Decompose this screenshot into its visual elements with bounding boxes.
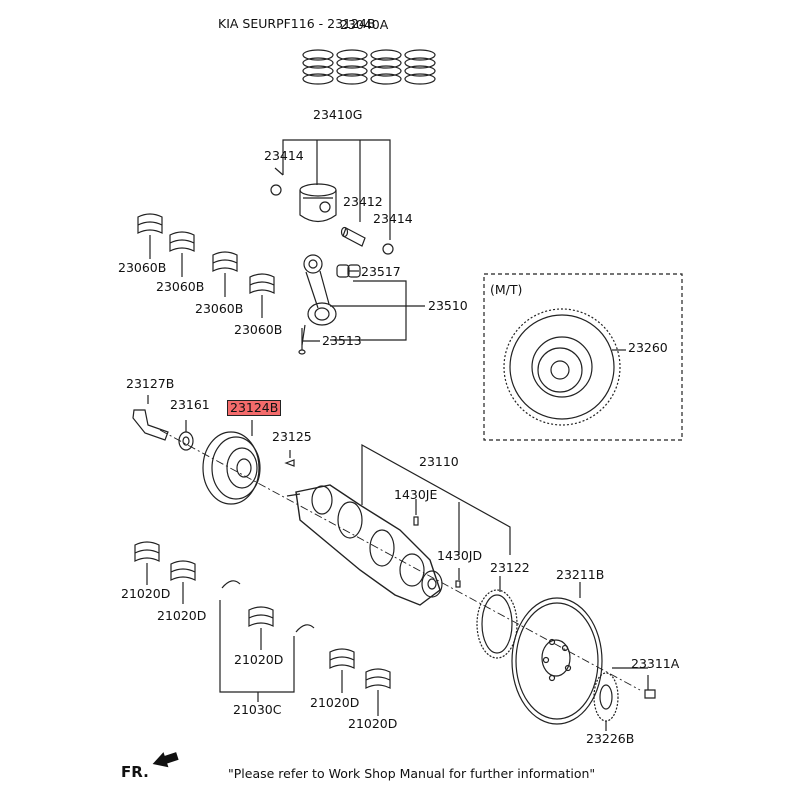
part-label[interactable]: 23161 [170, 397, 210, 412]
connecting-rod [301, 254, 337, 346]
rod-leaders [302, 270, 425, 342]
part-label[interactable]: 23517 [361, 264, 401, 279]
part-label[interactable]: 21020D [121, 586, 171, 601]
crankshaft [286, 484, 443, 606]
part-label[interactable]: 23060B [156, 279, 205, 294]
piston [299, 183, 337, 223]
part-label[interactable]: 21020D [348, 716, 398, 731]
thrust-washer [219, 580, 315, 702]
piston-pin [340, 226, 366, 247]
part-label[interactable]: 21020D [234, 652, 284, 667]
piston-ring-set [302, 49, 436, 85]
center-axis [159, 429, 641, 691]
snap-ring-left [270, 184, 282, 196]
reluctor-ring [476, 589, 518, 659]
part-label[interactable]: 23127B [126, 376, 175, 391]
damper-pulley [202, 420, 261, 505]
part-label[interactable]: 23414 [264, 148, 304, 163]
part-label[interactable]: 1430JD [437, 548, 483, 563]
bearing-shells-lower [134, 541, 391, 716]
part-label[interactable]: 23211B [556, 567, 605, 582]
part-label[interactable]: 23060B [234, 322, 283, 337]
crankshaft-bolt [132, 395, 169, 441]
adapter-plate [593, 672, 619, 731]
front-direction-label: FR. [121, 763, 149, 781]
part-label[interactable]: 23226B [586, 731, 635, 746]
mt-callout-label: (M/T) [490, 282, 523, 297]
footer-note: "Please refer to Work Shop Manual for fu… [228, 766, 596, 781]
part-label[interactable]: 23410G [313, 107, 363, 122]
part-label[interactable]: 23060B [118, 260, 167, 275]
piston-leaders [274, 139, 391, 240]
part-label[interactable]: 23311A [631, 656, 680, 671]
part-label[interactable]: 23260 [628, 340, 668, 355]
part-label[interactable]: 23510 [428, 298, 468, 313]
diagram-title: KIA SEURPF116 - 23124B [218, 16, 376, 31]
rod-bolt [298, 328, 306, 355]
part-label[interactable]: 23125 [272, 429, 312, 444]
part-label[interactable]: 23412 [343, 194, 383, 209]
woodruff-key [284, 450, 295, 467]
part-label-highlighted[interactable]: 23124B [227, 400, 282, 416]
part-label[interactable]: 21020D [157, 608, 207, 623]
part-label[interactable]: 21020D [310, 695, 360, 710]
dual-mass-flywheel [503, 308, 626, 426]
part-label[interactable]: 23414 [373, 211, 413, 226]
drive-plate [511, 582, 603, 725]
crankshaft-leaders [361, 443, 511, 592]
snap-ring-right [382, 243, 394, 255]
part-label[interactable]: 21030C [233, 702, 282, 717]
part-label[interactable]: 23122 [490, 560, 530, 575]
washer [178, 420, 194, 451]
flywheel-bolt [612, 667, 656, 699]
bearing-shells-upper [137, 213, 275, 318]
mt-callout-box [483, 273, 683, 441]
part-label[interactable]: 23513 [322, 333, 362, 348]
front-direction-arrow [152, 752, 179, 768]
part-label[interactable]: 23040A [340, 17, 389, 32]
part-label[interactable]: 23110 [419, 454, 459, 469]
part-label[interactable]: 23060B [195, 301, 244, 316]
dowel-pin [413, 516, 461, 588]
part-label[interactable]: 1430JE [394, 487, 438, 502]
